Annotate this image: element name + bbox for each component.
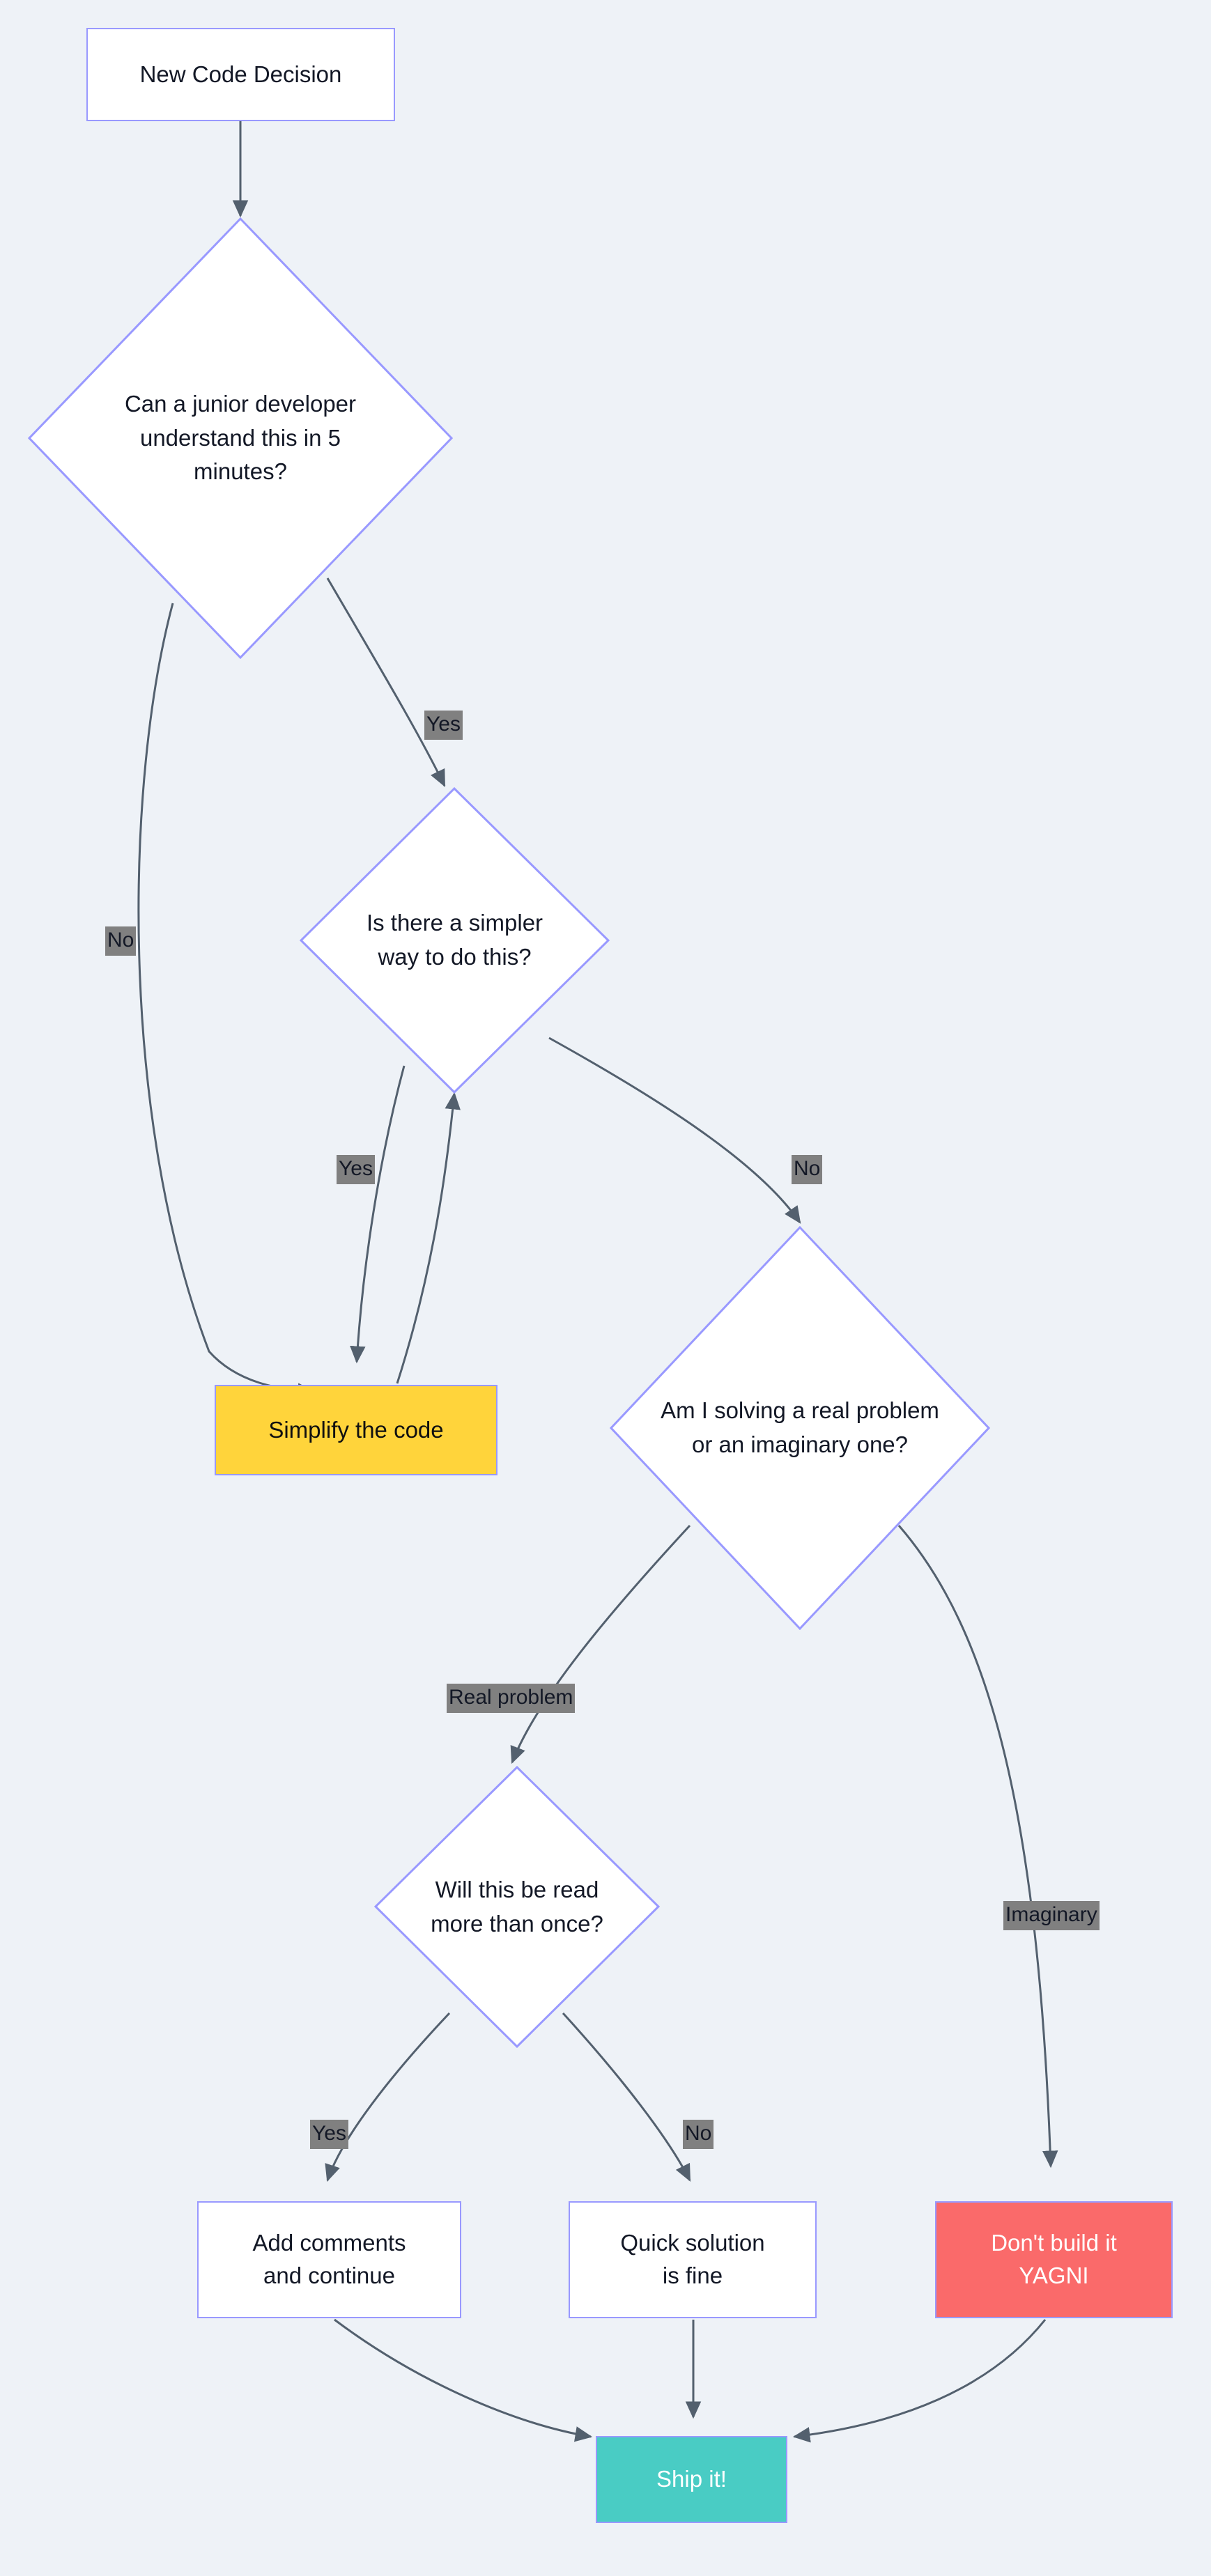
edge-label-simpler-yes: Yes	[337, 1155, 375, 1184]
edge-dontbuild-to-ship	[792, 2319, 1047, 2443]
node-label-ship: Ship it!	[656, 2466, 727, 2492]
node-quick-solution-is-fine[interactable]: Quick solution is fine	[569, 2201, 817, 2318]
node-is-there-simpler-way[interactable]: Is there a simpler way to do this?	[300, 787, 610, 1094]
edge-label-real-problem-text: Real problem	[449, 1686, 573, 1709]
diamond-shape-realprob	[610, 1226, 990, 1630]
edge-label-real-problem: Real problem	[447, 1684, 576, 1713]
edge-junior-to-simplify	[137, 603, 316, 1399]
node-real-or-imaginary-problem[interactable]: Am I solving a real problem or an imagin…	[610, 1226, 990, 1630]
node-will-this-be-read[interactable]: Will this be read more than once?	[374, 1766, 660, 2048]
edge-label-simpler-no: No	[792, 1155, 823, 1184]
node-label-dontbuild-line-1: Don't build it	[991, 2230, 1117, 2256]
node-label-simplify: Simplify the code	[268, 1416, 444, 1443]
node-new-code-decision[interactable]: New Code Decision	[86, 28, 395, 121]
edge-label-simpler-yes-text: Yes	[339, 1157, 373, 1180]
diamond-shape-readonce	[374, 1766, 660, 2048]
node-label-start: New Code Decision	[139, 61, 342, 87]
edge-label-junior-yes: Yes	[424, 711, 463, 740]
edge-label-read-yes: Yes	[310, 2120, 348, 2149]
edge-label-read-yes-text: Yes	[312, 2122, 346, 2145]
edge-label-junior-no-text: No	[107, 929, 134, 952]
edge-label-junior-no: No	[105, 926, 137, 956]
edge-label-imaginary: Imaginary	[1003, 1901, 1100, 1930]
node-simplify-the-code[interactable]: Simplify the code	[215, 1385, 497, 1475]
diamond-shape-junior	[28, 217, 453, 659]
edge-simplify-to-simpler	[396, 1092, 461, 1384]
edge-label-imaginary-text: Imaginary	[1005, 1903, 1097, 1926]
edge-simpler-to-simplify	[350, 1065, 406, 1364]
diamond-shape-simpler	[300, 787, 610, 1094]
node-label-dontbuild-line-2: YAGNI	[1019, 2263, 1089, 2288]
node-ship-it[interactable]: Ship it!	[596, 2436, 787, 2523]
edge-label-simpler-no-text: No	[794, 1157, 821, 1180]
node-label-quick-line-1: Quick solution	[620, 2230, 765, 2256]
node-label-quick-line-2: is fine	[662, 2263, 723, 2288]
edge-label-read-no: No	[683, 2120, 714, 2149]
node-label-comments-line-2: and continue	[263, 2263, 395, 2288]
edge-comments-to-ship	[334, 2318, 593, 2442]
node-add-comments-and-continue[interactable]: Add comments and continue	[197, 2201, 461, 2318]
node-dont-build-it-yagni[interactable]: Don't build it YAGNI	[935, 2201, 1173, 2318]
node-can-junior-understand[interactable]: Can a junior developer understand this i…	[28, 217, 453, 659]
edge-label-read-no-text: No	[685, 2122, 712, 2145]
node-label-comments-line-1: Add comments	[252, 2230, 406, 2256]
edge-label-junior-yes-text: Yes	[426, 713, 461, 736]
